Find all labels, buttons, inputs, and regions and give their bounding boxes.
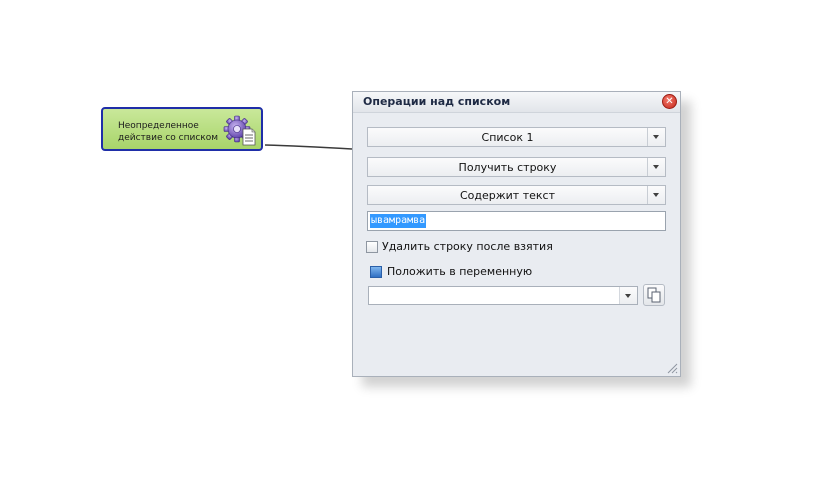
close-icon[interactable]: ✕ (662, 94, 677, 109)
action-node[interactable]: Неопределенное действие со списком (101, 107, 263, 151)
condition-select-value: Содержит текст (459, 189, 555, 202)
save-to-variable-label: Положить в переменную (387, 265, 533, 278)
list-select-value: Список 1 (481, 131, 534, 144)
search-text-input[interactable]: ывамрамва (367, 211, 666, 231)
copy-icon (647, 287, 661, 303)
copy-button[interactable] (643, 284, 665, 306)
chevron-down-icon[interactable] (647, 158, 665, 176)
list-operations-dialog: Операции над списком ✕ Список 1 Получить… (352, 91, 681, 377)
resize-grip-icon[interactable] (666, 362, 678, 374)
dialog-title: Операции над списком (363, 95, 511, 108)
operation-select[interactable]: Получить строку (367, 157, 666, 177)
save-to-variable-checkbox[interactable] (370, 266, 382, 278)
gear-document-icon (223, 115, 256, 146)
delete-after-take-label: Удалить строку после взятия (382, 240, 553, 253)
chevron-down-icon[interactable] (619, 287, 637, 304)
search-text-value: ывамрамва (370, 214, 427, 228)
delete-after-take-checkbox[interactable] (366, 241, 378, 253)
chevron-down-icon[interactable] (647, 128, 665, 146)
variable-select[interactable] (368, 286, 638, 305)
condition-select[interactable]: Содержит текст (367, 185, 666, 205)
dialog-titlebar[interactable]: Операции над списком ✕ (353, 92, 680, 113)
operation-select-value: Получить строку (458, 161, 557, 174)
chevron-down-icon[interactable] (647, 186, 665, 204)
node-label: Неопределенное действие со списком (118, 121, 219, 143)
list-select[interactable]: Список 1 (367, 127, 666, 147)
